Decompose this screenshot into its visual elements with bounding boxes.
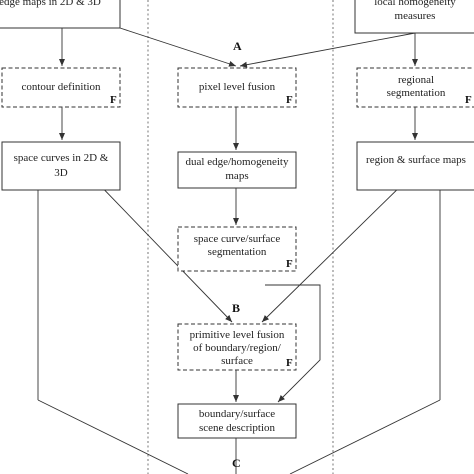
node-edge-maps: edge maps in 2D & 3D bbox=[0, 0, 121, 29]
node-label-line: space curve/surface bbox=[194, 233, 281, 245]
node-label-line: scene description bbox=[199, 422, 276, 434]
node-label-line: segmentation bbox=[208, 246, 267, 258]
edge-spacecurves-converge bbox=[37, 399, 189, 474]
node-label-line: of boundary/region/ bbox=[193, 342, 282, 354]
edges bbox=[37, 27, 441, 474]
feedback-flag: F bbox=[286, 258, 293, 270]
edge-spacecurves-primitive bbox=[91, 176, 233, 323]
node-label-line: space curves in 2D & bbox=[14, 152, 109, 164]
node-region-surface-maps: region & surface maps bbox=[356, 141, 474, 191]
node-label-line: dual edge/homogeneity bbox=[186, 156, 289, 168]
edge-regionmaps-primitive bbox=[261, 176, 411, 323]
node-label-line: local homogeneity bbox=[374, 0, 456, 8]
feedback-flag: F bbox=[465, 94, 472, 106]
stage-label-a: A bbox=[233, 39, 242, 53]
edge-homogeneity-pixelfusion bbox=[239, 32, 416, 68]
node-label-line: edge maps in 2D & 3D bbox=[0, 0, 101, 8]
feedback-flag: F bbox=[286, 94, 293, 106]
node-box bbox=[177, 403, 297, 439]
node-label-line: maps bbox=[225, 170, 248, 182]
feedback-flag: F bbox=[110, 94, 117, 106]
node-box bbox=[1, 67, 121, 108]
stage-label-b: B bbox=[232, 301, 240, 315]
node-box bbox=[0, 0, 121, 29]
edge-segmentation-scene bbox=[265, 284, 321, 403]
node-label-line: regional bbox=[398, 74, 434, 86]
nodes: edge maps in 2D & 3D local homogeneity mea… bbox=[0, 0, 474, 439]
node-label-line: 3D bbox=[54, 167, 68, 179]
node-box bbox=[177, 323, 297, 371]
node-box bbox=[177, 151, 297, 189]
node-dual-maps: dual edge/homogeneity maps bbox=[177, 151, 297, 189]
node-label-line: pixel level fusion bbox=[199, 81, 276, 93]
node-label-line: primitive level fusion bbox=[190, 329, 285, 341]
node-local-homogeneity: local homogeneity measures bbox=[354, 0, 474, 34]
node-label-line: measures bbox=[395, 10, 436, 22]
node-label-line: region & surface maps bbox=[366, 154, 466, 166]
node-label-line: surface bbox=[221, 355, 253, 367]
node-box bbox=[354, 0, 474, 34]
node-scene-description: boundary/surface scene description bbox=[177, 403, 297, 439]
feedback-flag: F bbox=[286, 357, 293, 369]
edge-regionmaps-converge bbox=[289, 399, 441, 474]
node-box bbox=[177, 226, 297, 272]
node-label-line: contour definition bbox=[21, 81, 101, 93]
node-box bbox=[356, 141, 474, 191]
node-box bbox=[177, 67, 297, 108]
node-space-curves: space curves in 2D & 3D bbox=[1, 141, 121, 191]
edge-edgemaps-pixelfusion bbox=[119, 27, 237, 67]
node-label-line: segmentation bbox=[387, 87, 446, 99]
node-box bbox=[1, 141, 121, 191]
node-box bbox=[356, 67, 474, 108]
node-label-line: boundary/surface bbox=[199, 408, 275, 420]
stage-label-c: C bbox=[232, 456, 241, 470]
